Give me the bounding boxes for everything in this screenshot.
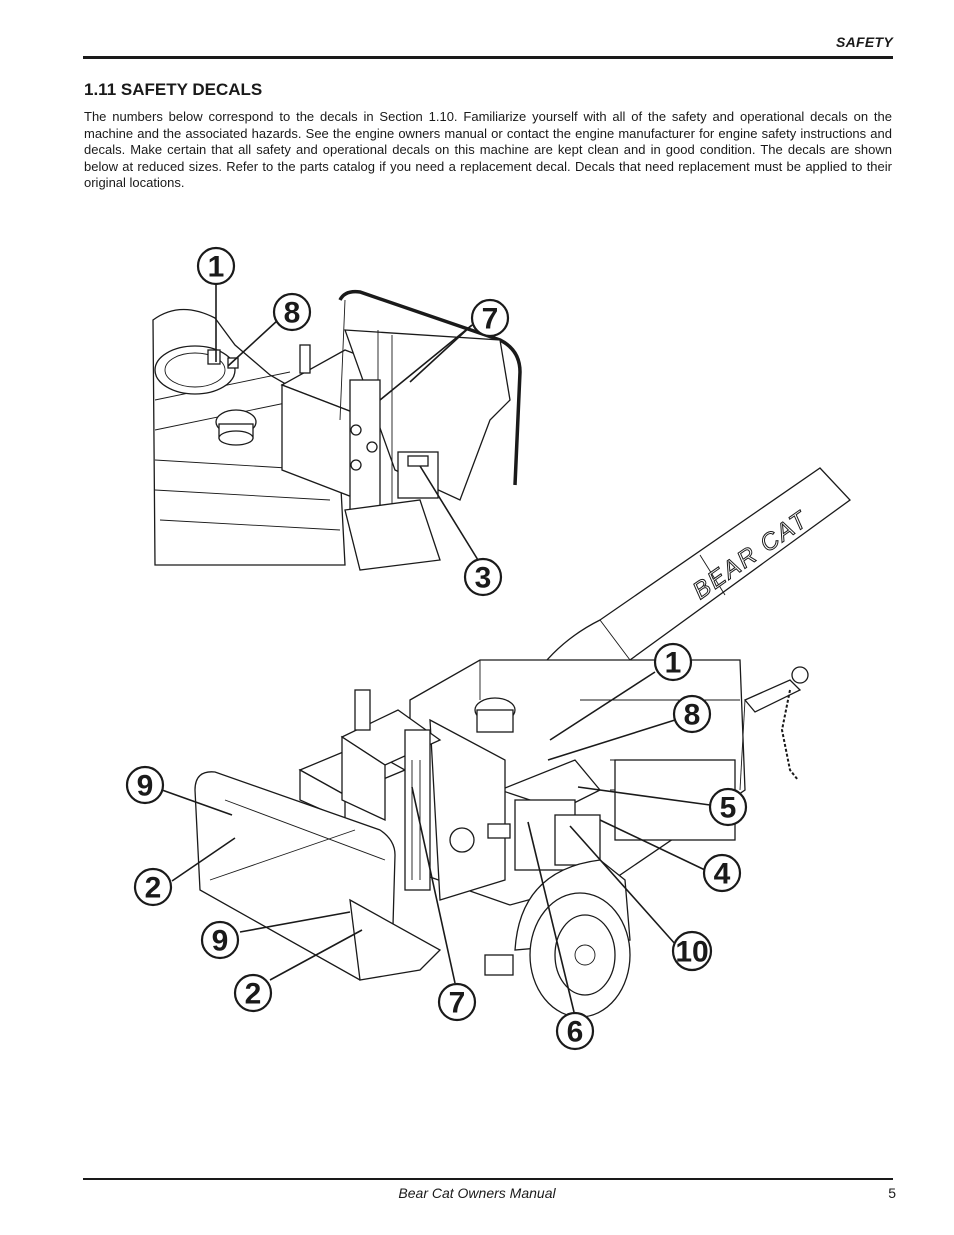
svg-text:6: 6 (567, 1016, 584, 1049)
svg-text:9: 9 (137, 770, 154, 803)
svg-text:2: 2 (245, 978, 262, 1011)
svg-text:7: 7 (449, 987, 466, 1020)
page-number: 5 (888, 1185, 896, 1201)
header-rule (83, 56, 893, 59)
callout-bottom-7: 7 (437, 982, 477, 1022)
callout-bottom-1: 1 (653, 642, 693, 682)
svg-text:2: 2 (145, 872, 162, 905)
callout-bottom-4: 4 (702, 853, 742, 893)
svg-text:10: 10 (675, 936, 708, 969)
top-detail-drawing (152, 289, 522, 571)
svg-text:4: 4 (714, 858, 731, 891)
callout-bottom-10: 10 (671, 930, 713, 972)
callout-left-2b: 2 (233, 973, 273, 1013)
callout-left-9a: 9 (125, 765, 165, 805)
svg-text:1: 1 (208, 251, 225, 284)
machine-overview-drawing: BEAR CAT (194, 467, 851, 1018)
callout-top-8: 8 (272, 292, 312, 332)
top-leader-lines (215, 283, 479, 561)
svg-text:8: 8 (284, 297, 301, 330)
footer-rule (83, 1178, 893, 1180)
callout-top-3: 3 (463, 557, 503, 597)
svg-text:7: 7 (482, 303, 499, 336)
svg-text:3: 3 (475, 562, 492, 595)
section-header-label: SAFETY (835, 34, 893, 50)
svg-text:5: 5 (720, 792, 737, 825)
callout-left-2a: 2 (133, 867, 173, 907)
footer-manual-title: Bear Cat Owners Manual (398, 1185, 556, 1201)
callout-top-7: 7 (470, 298, 510, 338)
intro-paragraph: The numbers below correspond to the deca… (84, 109, 892, 190)
decal-location-figure: BEAR CAT (0, 230, 954, 1070)
callout-left-9b: 9 (200, 920, 240, 960)
callout-top-1: 1 (196, 246, 236, 286)
svg-text:8: 8 (684, 699, 701, 732)
callout-bottom-8: 8 (672, 694, 712, 734)
section-title: 1.11 SAFETY DECALS (84, 80, 263, 99)
svg-text:1: 1 (665, 647, 682, 680)
callout-bottom-5: 5 (708, 787, 748, 827)
bottom-leader-lines (161, 671, 711, 1013)
svg-text:9: 9 (212, 925, 229, 958)
callout-bottom-6: 6 (555, 1011, 595, 1051)
